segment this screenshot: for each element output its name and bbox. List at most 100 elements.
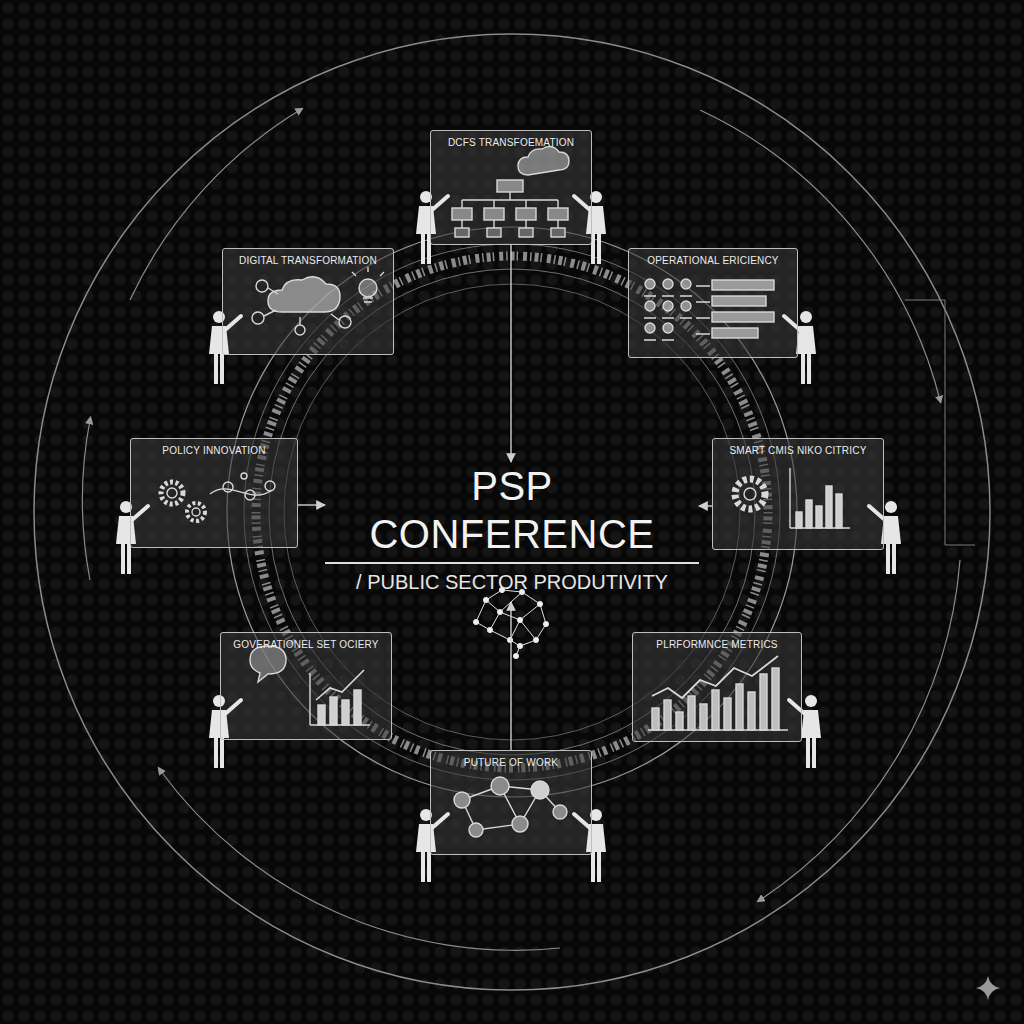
panel-icons-part-part: [748, 692, 755, 730]
panel-icons-part-part: [645, 323, 655, 333]
panel-icons-part-part: [700, 704, 707, 730]
flow-arrow: [699, 505, 712, 506]
panel-icons-part-part: [760, 674, 767, 730]
panel-icons-part: [645, 279, 691, 333]
topic-panel: DIGITAL TRANSFORMATION: [222, 248, 394, 355]
panel-icons-part-part: [724, 698, 731, 730]
panel-icons-part: [696, 286, 710, 334]
central-title: PSP CONFERENCE / PUBLIC SECTOR PRODUTIVIT…: [325, 462, 699, 602]
panel-icons-part: [167, 488, 177, 498]
sparkle-mark: [976, 976, 1000, 1000]
panel-fills-part: [222, 248, 394, 355]
presenter-figures-part: [416, 191, 448, 264]
panel-icons-part: [187, 503, 205, 521]
panel-title: DCFS TRANSFOEMATION: [437, 137, 585, 149]
rings-part: [905, 300, 975, 545]
presenter-figures-part: [116, 501, 148, 574]
panel-icons-part: [826, 486, 832, 528]
panel-icons-part: [790, 468, 850, 528]
flow-arrow: [298, 504, 325, 505]
panel-icons-part: [469, 823, 483, 837]
panel-icons-part: [512, 816, 528, 832]
panel-icons-part-part: [645, 301, 655, 311]
conference-title: PSP CONFERENCE: [325, 462, 699, 564]
panel-icons-part: [252, 312, 264, 324]
panel-fills-part: [430, 130, 592, 245]
panel-icons-part: [462, 220, 558, 228]
brain-network-icon-part: [473, 619, 478, 624]
panel-icons-part: [268, 277, 340, 312]
topic-panel: GOVERATIONEL SET OCIERY: [220, 632, 392, 740]
brain-network-icon-part: [517, 643, 522, 648]
rings: [34, 34, 990, 990]
panel-icons-part: [161, 482, 183, 504]
panel-icons-part: [352, 267, 384, 302]
panel-icons-part: [712, 280, 774, 290]
panel-icons-part: [310, 673, 370, 725]
panel-icons-part: [518, 147, 569, 175]
panel-icons-part-part: [676, 712, 683, 730]
panel-fills-part: [430, 750, 592, 855]
panel-icons-part: [652, 656, 778, 698]
panel-icons-part: [462, 192, 558, 208]
panel-fills-part: [130, 438, 298, 548]
presenter-figures-part: [574, 191, 606, 264]
topic-panel: PUTURE OF WORK: [430, 750, 592, 855]
panel-icons-part: [652, 668, 779, 730]
presenter-figures-part: [209, 695, 241, 768]
panel-icons-part-part: [681, 301, 691, 311]
panel-icons-part: [735, 479, 765, 509]
brain-network-icon-part: [483, 597, 488, 602]
flow-arrow: [510, 602, 511, 750]
panel-icons-part: [836, 494, 842, 528]
panel-icons-part-part: [664, 700, 671, 730]
panel-icons-part-part: [712, 690, 719, 730]
presenter-figures-part-part: [574, 191, 606, 264]
panel-icons-part: [264, 288, 339, 325]
panel-fills-part: [632, 632, 802, 742]
panel-icons-part: [295, 325, 305, 335]
rings-part: [82, 420, 90, 580]
panel-icons-part: [455, 228, 469, 237]
panel-icons-part: [359, 279, 377, 297]
panel-icons-part-part: [736, 684, 743, 730]
panel-icons-part-part: [772, 668, 779, 730]
panel-icons-part: [245, 490, 255, 500]
panel-icons-part: [553, 805, 567, 819]
presenter-figures-part: [209, 311, 241, 384]
panel-icons-part-part: [688, 696, 695, 730]
panel-title: PLRFORMNCE METRICS: [639, 639, 795, 651]
panel-icons-part: [223, 482, 233, 492]
panel-title: POLICY INNOVATION: [137, 445, 291, 457]
panel-title: OPERATIONAL ERICIENCY: [635, 255, 791, 267]
panel-icons-part: [806, 500, 812, 528]
presenter-figures-part: [416, 809, 448, 882]
panel-title: DIGITAL TRANSFORMATION: [229, 255, 387, 267]
topic-panel: DCFS TRANSFOEMATION: [430, 130, 592, 245]
panel-fills-part: [628, 248, 798, 358]
brain-network-icon-part: [543, 621, 548, 626]
presenter-figures-part: [869, 501, 901, 574]
panel-icons-part: [192, 508, 200, 516]
panel-icons-part: [516, 208, 536, 220]
topic-panel: OPERATIONAL ERICIENCY: [628, 248, 798, 358]
topic-panel: POLICY INNOVATION: [130, 438, 298, 548]
panel-icons-part: [712, 296, 766, 306]
presenter-figures: [116, 191, 901, 882]
topic-panel: PLRFORMNCE METRICS: [632, 632, 802, 742]
panel-icons-part: [256, 280, 268, 292]
presenter-figures-part-part: [789, 695, 821, 768]
brain-network-icon-part: [507, 637, 512, 642]
topic-panel: SMART CMIS NIKO CITRICY: [712, 438, 884, 550]
conference-subtitle: / PUBLIC SECTOR PRODUTIVITY: [325, 570, 699, 594]
brain-network-icon-part: [487, 627, 492, 632]
panel-icons-part: [452, 208, 472, 220]
panel-title: SMART CMIS NIKO CITRICY: [719, 445, 877, 457]
presenter-figures-part-part: [574, 809, 606, 882]
panel-icons-part-part: [652, 708, 659, 730]
panel-icons-part: [644, 296, 692, 340]
